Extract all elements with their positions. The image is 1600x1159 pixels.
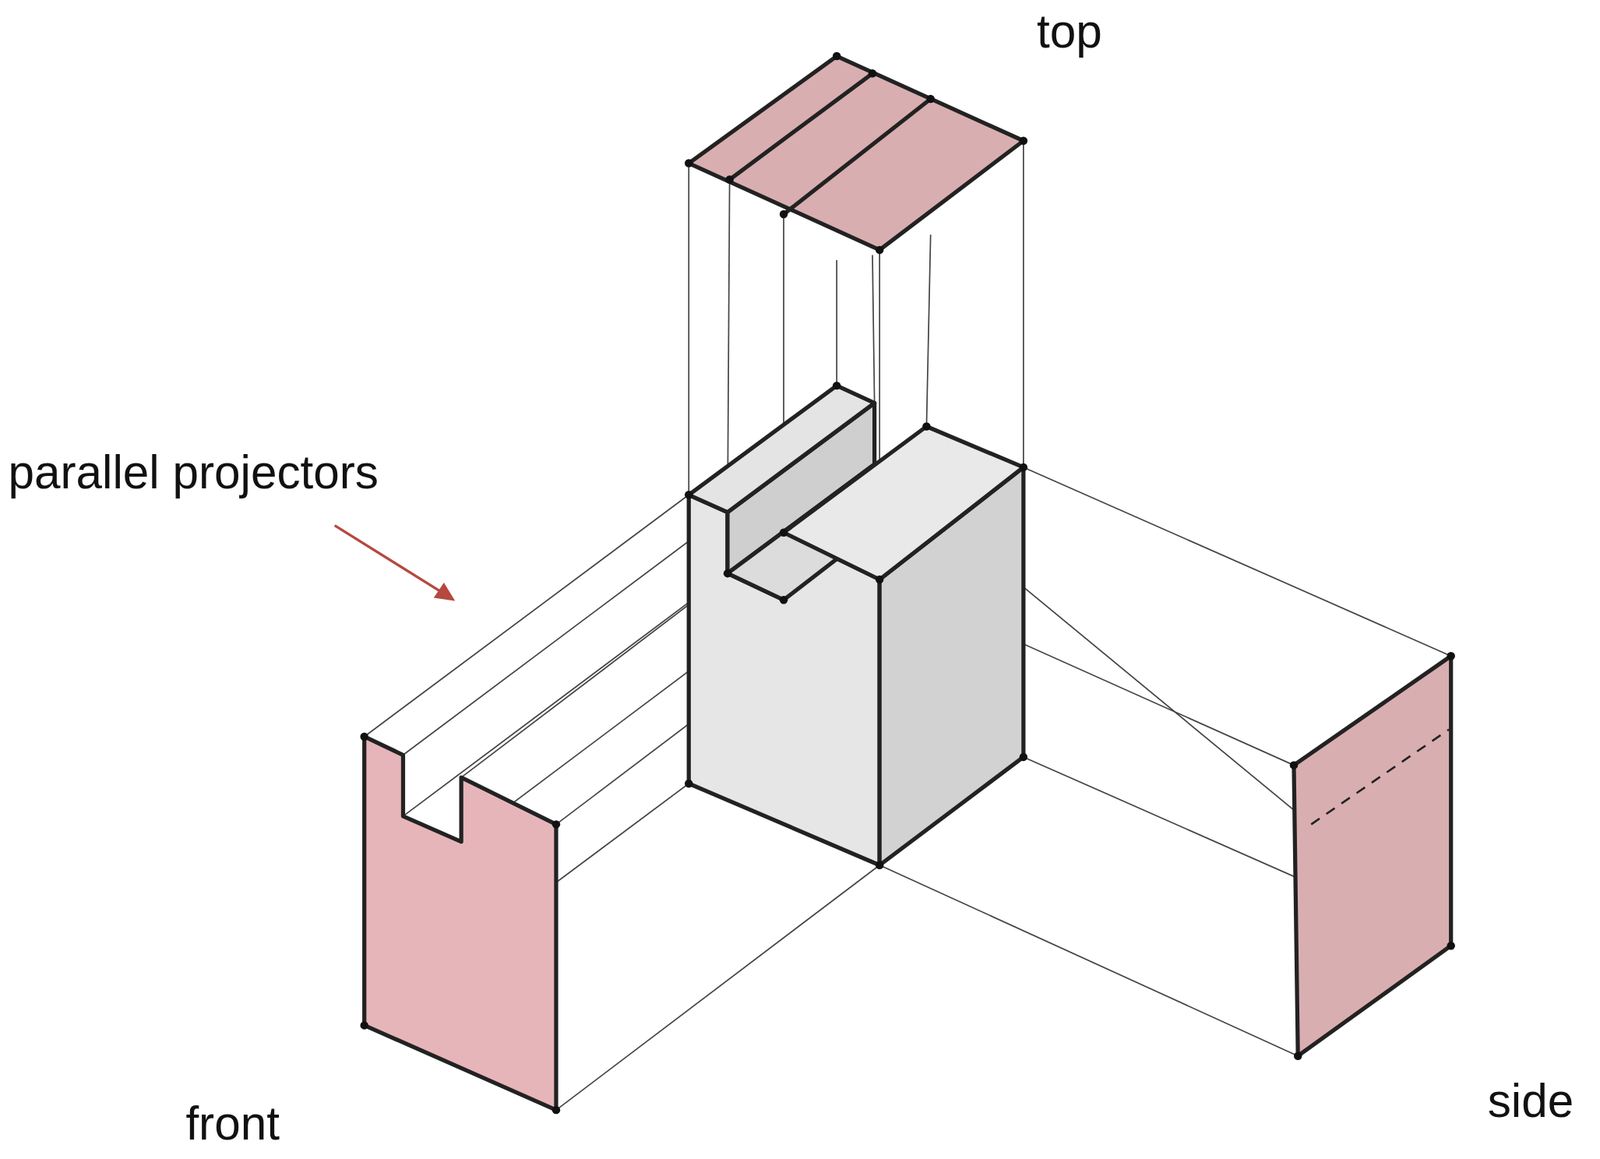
view-label: parallel projectors [7,448,379,496]
solid-block [688,385,1024,866]
view-label: side [1487,1077,1575,1125]
projector-lines [364,140,1452,1111]
view-label: top [1036,7,1103,55]
vertex-dots [359,52,1455,1115]
orthographic-views [364,56,1452,1111]
pointer-arrow [334,525,456,602]
view-label: front [185,1099,280,1147]
